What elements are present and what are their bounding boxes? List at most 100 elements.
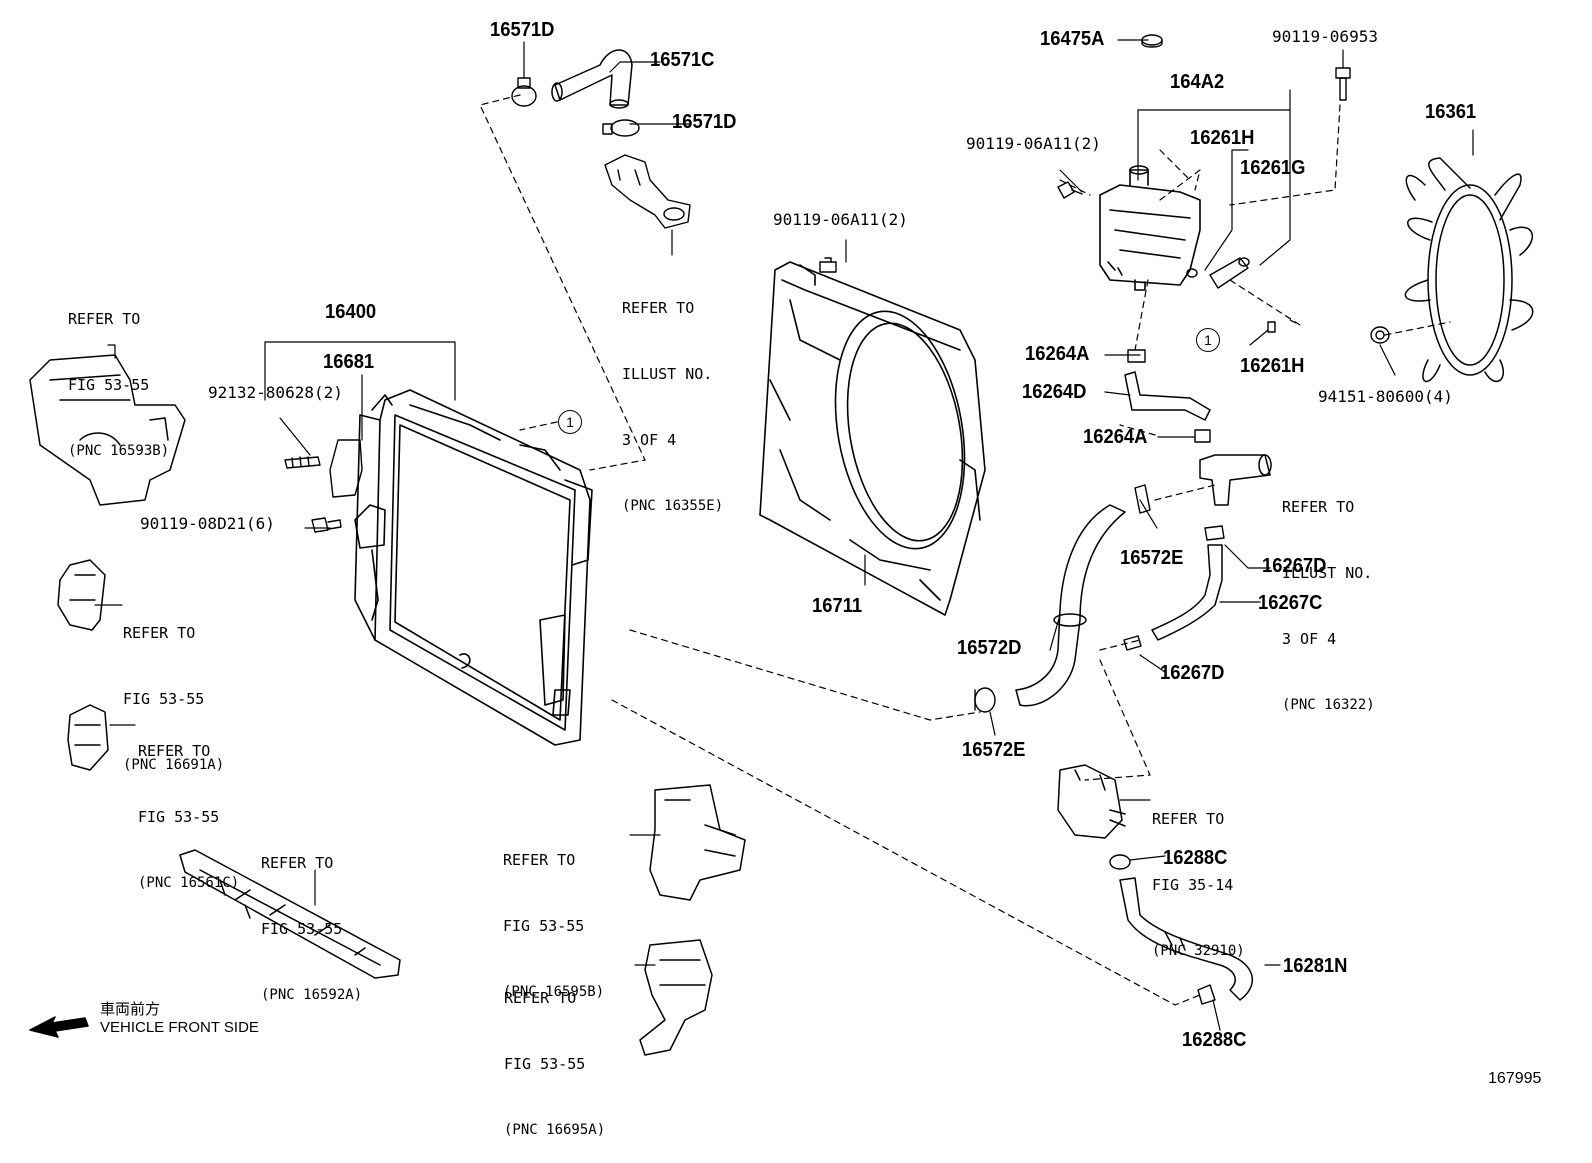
fan-16361: [1404, 157, 1534, 383]
refer-line: REFER TO: [622, 299, 695, 317]
part-label-16261G[interactable]: 16261G: [1240, 157, 1306, 179]
vehicle-front-arrow: [29, 1016, 89, 1038]
clamp-16267D-bot: [1123, 635, 1142, 651]
shield-16561C: [67, 704, 109, 771]
part-label-94151-80600[interactable]: 94151-80600(4): [1318, 387, 1453, 406]
clip-16261H: [1186, 268, 1276, 333]
refer-line: REFER TO: [68, 310, 141, 328]
refer-note-16322[interactable]: REFER TO ILLUST NO. 3 OF 4 (PNC 16322): [1282, 452, 1375, 738]
part-label-16261H[interactable]: 16261H: [1240, 355, 1305, 377]
clamp-16572E-bot: [974, 687, 996, 713]
bracket-16681: [329, 439, 363, 498]
refer-line: FIG 53-55: [68, 376, 150, 394]
refer-note-16695A[interactable]: REFER TO FIG 53-55 (PNC 16695A): [504, 943, 605, 1163]
stud-92132: [284, 456, 321, 469]
refer-line: ILLUST NO.: [1282, 564, 1373, 582]
refer-line: REFER TO: [261, 854, 334, 872]
refer-note-16355E[interactable]: REFER TO ILLUST NO. 3 OF 4 (PNC 16355E): [622, 253, 723, 539]
refer-note-16593B[interactable]: REFER TO FIG 53-55 (PNC 16593B): [68, 264, 169, 484]
radiator-16400: [354, 389, 593, 746]
refer-line: 3 OF 4: [622, 431, 677, 449]
refer-pnc: (PNC 16691A): [123, 757, 225, 773]
bolt-shroud: [819, 257, 837, 273]
refer-pnc: (PNC 32910): [1152, 943, 1245, 959]
clamp-16267D-top: [1204, 525, 1225, 541]
refer-pnc: (PNC 16595B): [503, 984, 605, 1000]
part-label-16264A[interactable]: 16264A: [1083, 426, 1148, 448]
refer-pnc: (PNC 16695A): [504, 1122, 606, 1138]
part-label-16267C[interactable]: 16267C: [1258, 592, 1323, 614]
part-label-16572D[interactable]: 16572D: [957, 637, 1022, 659]
refer-line: REFER TO: [123, 624, 196, 642]
vehicle-front-japanese: 車両前方: [100, 1001, 161, 1018]
refer-pnc: (PNC 16322): [1282, 697, 1375, 713]
clamp-16264A-bot: [1194, 429, 1211, 443]
part-label-16288C[interactable]: 16288C: [1163, 847, 1228, 869]
refer-line: ILLUST NO.: [622, 365, 713, 383]
refer-line: FIG 53-55: [504, 1055, 586, 1073]
part-label-16281N[interactable]: 16281N: [1283, 955, 1348, 977]
pipe-16322: [1199, 454, 1272, 506]
part-label-16711[interactable]: 16711: [812, 595, 863, 617]
part-label-16681[interactable]: 16681: [323, 351, 375, 373]
clamp-16571D-top: [511, 77, 537, 107]
shield-16695A: [639, 939, 713, 1056]
connection-marker-1: 1: [1196, 328, 1220, 352]
refer-note-32910[interactable]: REFER TO FIG 35-14 (PNC 32910): [1152, 764, 1245, 984]
nut-94151: [1370, 326, 1390, 344]
part-label-16361[interactable]: 16361: [1425, 101, 1477, 123]
part-label-16571D[interactable]: 16571D: [490, 19, 555, 41]
refer-line: REFER TO: [503, 851, 576, 869]
part-label-16267D[interactable]: 16267D: [1262, 555, 1327, 577]
part-label-16261H[interactable]: 16261H: [1190, 127, 1255, 149]
refer-note-16595B[interactable]: REFER TO FIG 53-55 (PNC 16595B): [503, 805, 604, 1025]
part-label-16571C[interactable]: 16571C: [650, 49, 715, 71]
shield-16593B: [29, 354, 186, 506]
part-label-16267D[interactable]: 16267D: [1160, 662, 1225, 684]
connection-marker-1: 1: [558, 410, 582, 434]
vehicle-front-label: VEHICLE FRONT SIDE: [100, 1019, 259, 1036]
bolt-90119-06953: [1335, 67, 1351, 101]
water-outlet: [604, 154, 691, 229]
hose-16264D: [1124, 371, 1211, 421]
clamp-16264A-top: [1127, 349, 1146, 363]
part-label-90119-08D21[interactable]: 90119-08D21(6): [140, 514, 275, 533]
bolt-90119-08D21: [311, 517, 342, 533]
refer-line: 3 OF 4: [1282, 630, 1337, 648]
part-label-16400[interactable]: 16400: [325, 301, 377, 323]
part-label-16572E[interactable]: 16572E: [1120, 547, 1184, 569]
illustration-number: 167995: [1488, 1070, 1542, 1087]
part-label-90119-06A11[interactable]: 90119-06A11(2): [773, 210, 908, 229]
parts-diagram: 16571D 16571C 16571D 16475A 90119-06953 …: [29, 19, 1542, 1138]
part-label-16264D[interactable]: 16264D: [1022, 381, 1087, 403]
part-label-16571D[interactable]: 16571D: [672, 111, 737, 133]
part-label-164A2[interactable]: 164A2: [1170, 71, 1225, 93]
part-label-16475A[interactable]: 16475A: [1040, 28, 1105, 50]
part-label-90119-06953[interactable]: 90119-06953: [1272, 27, 1378, 46]
refer-note-16691A[interactable]: REFER TO FIG 53-55 (PNC 16691A): [123, 578, 224, 798]
refer-line: FIG 53-55: [138, 808, 220, 826]
refer-pnc: (PNC 16592A): [261, 987, 363, 1003]
reservoir-164A2: [1099, 165, 1201, 291]
part-label-16288C[interactable]: 16288C: [1182, 1029, 1247, 1051]
clamp-16288C-bot: [1197, 984, 1216, 1005]
part-label-92132-80628[interactable]: 92132-80628(2): [208, 383, 343, 402]
cap-16475A: [1141, 34, 1163, 48]
refer-note-16592A[interactable]: REFER TO FIG 53-55 (PNC 16592A): [261, 808, 362, 1028]
refer-line: REFER TO: [138, 742, 211, 760]
part-label-90119-06A11[interactable]: 90119-06A11(2): [966, 134, 1101, 153]
shield-16592A: [179, 849, 401, 979]
refer-line: FIG 53-55: [123, 690, 205, 708]
clamp-16572E-top: [1134, 484, 1151, 514]
hose-16281N: [1119, 877, 1254, 1001]
oil-cooler-32910: [1057, 764, 1126, 839]
part-label-16572E[interactable]: 16572E: [962, 739, 1026, 761]
hose-16267C: [1151, 544, 1223, 641]
refer-note-16561C[interactable]: REFER TO FIG 53-55 (PNC 16561C): [138, 696, 239, 916]
hose-16261G: [1209, 257, 1250, 289]
dashed-leader-lines: [479, 94, 1451, 1006]
shield-16595B: [649, 784, 746, 901]
leader-lines: [94, 39, 1474, 1031]
refer-pnc: (PNC 16355E): [622, 498, 724, 514]
part-label-16264A[interactable]: 16264A: [1025, 343, 1090, 365]
